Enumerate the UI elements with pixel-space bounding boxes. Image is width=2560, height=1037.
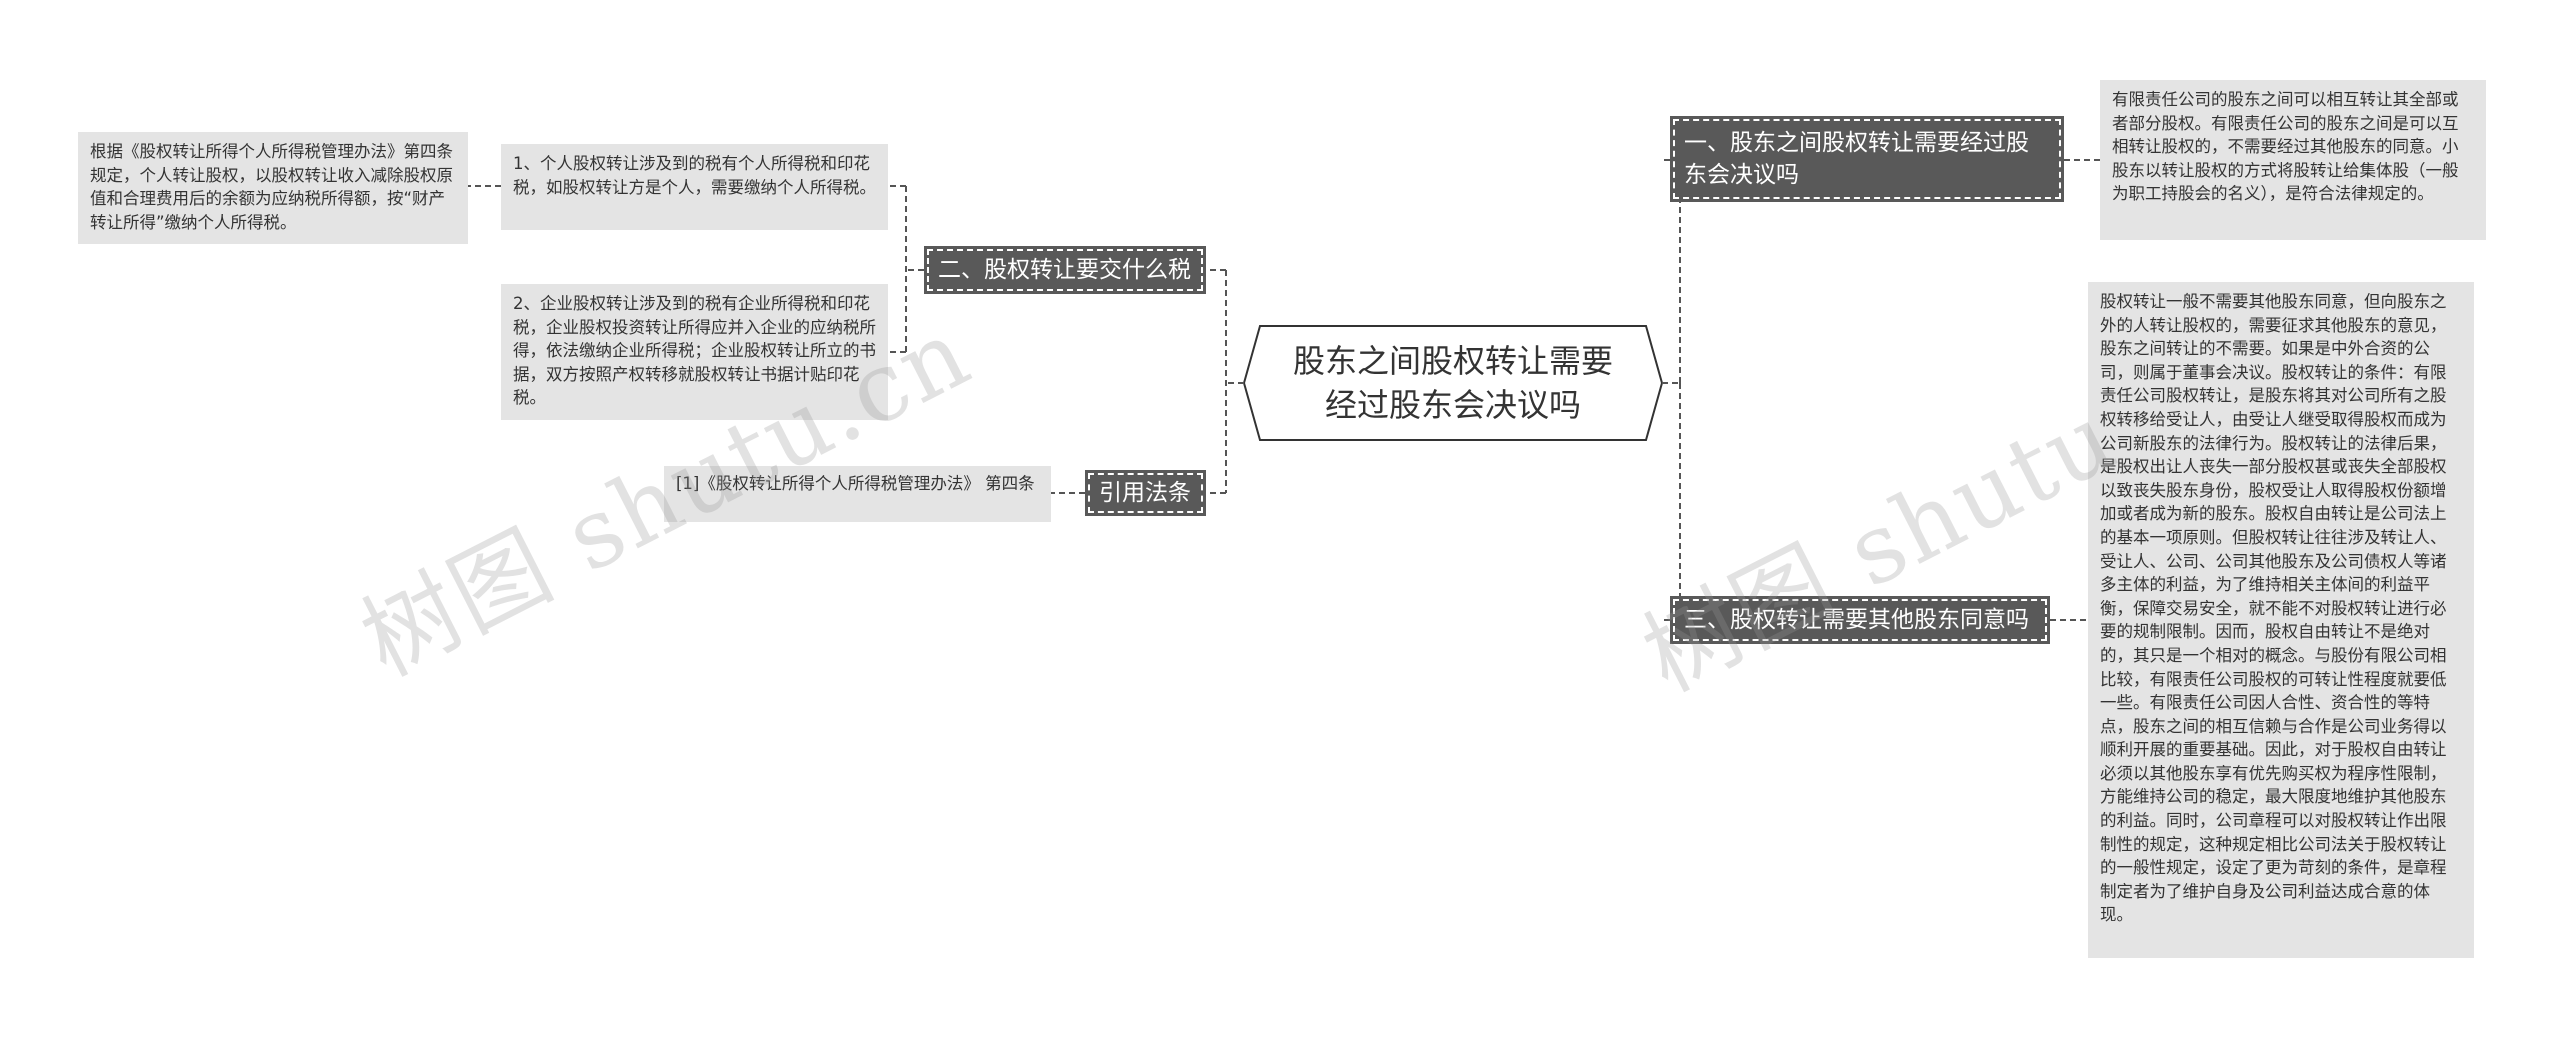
connector-root-right (1662, 159, 1681, 620)
leaf-tax-individual-text: 1、个人股权转让涉及到的税有个人所得税和印花税，如股权转让方是个人，需要缴纳个人… (513, 154, 876, 197)
leaf-law-citation-text: [1]《股权转让所得个人所得税管理办法》 第四条 (676, 474, 1035, 493)
root-node[interactable]: 股东之间股权转让需要经过股东会决议吗 (1244, 326, 1662, 440)
leaf-resolution-text: 有限责任公司的股东之间可以相互转让其全部或者部分股权。有限责任公司的股东之间是可… (2112, 90, 2459, 204)
leaf-tax-regulation[interactable]: 根据《股权转让所得个人所得税管理办法》第四条规定，个人转让股权，以股权转让收入减… (78, 132, 468, 244)
branch-consent-label: 三、股权转让需要其他股东同意吗 (1684, 607, 2029, 633)
connector-right-branches (1664, 159, 1680, 621)
leaf-tax-enterprise-text: 2、企业股权转让涉及到的税有企业所得税和印花税，企业股权投资转让所得应并入企业的… (513, 294, 876, 408)
connector-tax-leaves (888, 185, 924, 353)
leaf-consent[interactable]: 股权转让一般不需要其他股东同意，但向股东之外的人转让股权的，需要征求其他股东的意… (2088, 282, 2474, 958)
branch-consent[interactable]: 三、股权转让需要其他股东同意吗 (1670, 596, 2050, 644)
leaf-consent-text: 股权转让一般不需要其他股东同意，但向股东之外的人转让股权的，需要征求其他股东的意… (2100, 292, 2447, 925)
leaf-tax-regulation-text: 根据《股权转让所得个人所得税管理办法》第四条规定，个人转让股权，以股权转让收入减… (90, 142, 453, 232)
leaf-tax-enterprise[interactable]: 2、企业股权转让涉及到的税有企业所得税和印花税，企业股权投资转让所得应并入企业的… (501, 284, 888, 420)
connector-root-left (1206, 269, 1244, 494)
leaf-tax-individual[interactable]: 1、个人股权转让涉及到的税有个人所得税和印花税，如股权转让方是个人，需要缴纳个人… (501, 144, 888, 230)
branch-law-label: 引用法条 (1099, 480, 1191, 506)
branch-resolution-label: 一、股东之间股权转让需要经过股东会决议吗 (1684, 130, 2029, 188)
branch-tax[interactable]: 二、股权转让要交什么税 (924, 246, 1206, 294)
branch-tax-label: 二、股权转让要交什么税 (938, 257, 1191, 283)
leaf-resolution[interactable]: 有限责任公司的股东之间可以相互转让其全部或者部分股权。有限责任公司的股东之间是可… (2100, 80, 2486, 240)
leaf-law-citation[interactable]: [1]《股权转让所得个人所得税管理办法》 第四条 (664, 466, 1051, 522)
root-title: 股东之间股权转让需要经过股东会决议吗 (1292, 342, 1613, 424)
branch-resolution[interactable]: 一、股东之间股权转让需要经过股东会决议吗 (1670, 116, 2064, 202)
branch-law[interactable]: 引用法条 (1085, 470, 1206, 516)
